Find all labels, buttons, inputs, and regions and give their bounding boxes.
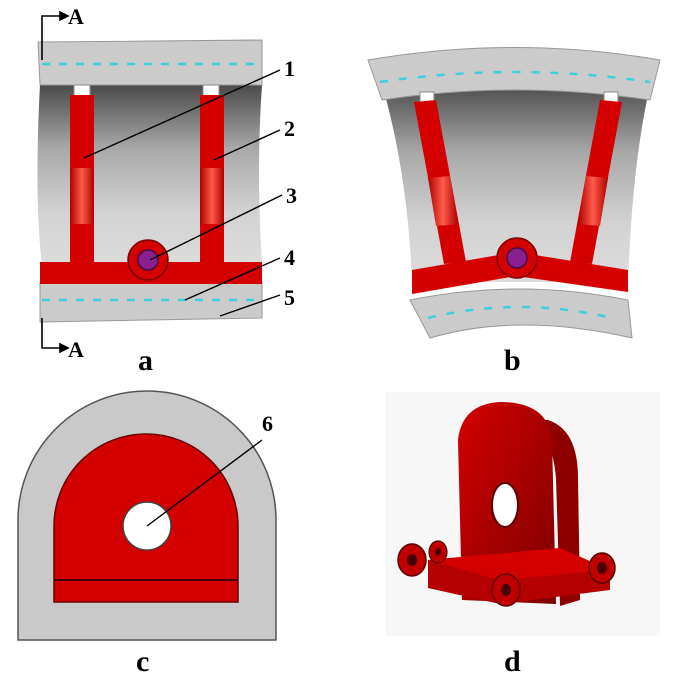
panel-d-hole	[491, 482, 519, 528]
panel-b-bottom-dashes	[427, 305, 613, 320]
leader-lines	[83, 69, 283, 317]
panel-label-c: c	[136, 645, 149, 678]
callout-3: 3	[286, 183, 297, 208]
panel-d-eye-front	[491, 573, 521, 607]
panel-a-top-slab	[37, 39, 263, 86]
panel-b-top-dashes	[379, 70, 651, 84]
callout-2: 2	[284, 116, 295, 141]
panel-c	[17, 390, 277, 641]
section-label-bottom: A	[68, 337, 84, 362]
panel-a-bottom-slab	[39, 281, 263, 323]
panel-label-d: d	[504, 645, 521, 678]
panel-label-a: a	[138, 344, 153, 377]
callout-4: 4	[284, 245, 295, 270]
panel-d-eye-small	[428, 540, 448, 564]
panel-b-bottom-slab	[409, 288, 633, 339]
panel-label-b: b	[504, 344, 521, 377]
panel-a-pin	[137, 249, 159, 271]
panel-d	[386, 392, 660, 636]
panel-a: A A	[37, 4, 263, 362]
panel-b	[367, 47, 661, 339]
section-marker-top	[41, 10, 70, 60]
callout-1: 1	[284, 56, 295, 81]
leader-line-6	[146, 439, 263, 527]
panel-d-eye-left	[397, 543, 427, 577]
callout-6: 6	[262, 411, 273, 436]
section-marker-bottom	[41, 318, 70, 354]
panel-d-eye-right	[588, 552, 616, 584]
panel-b-top-slab	[367, 47, 661, 101]
section-label-top: A	[68, 4, 84, 29]
callout-5: 5	[284, 285, 295, 310]
panel-b-pin	[506, 247, 528, 269]
